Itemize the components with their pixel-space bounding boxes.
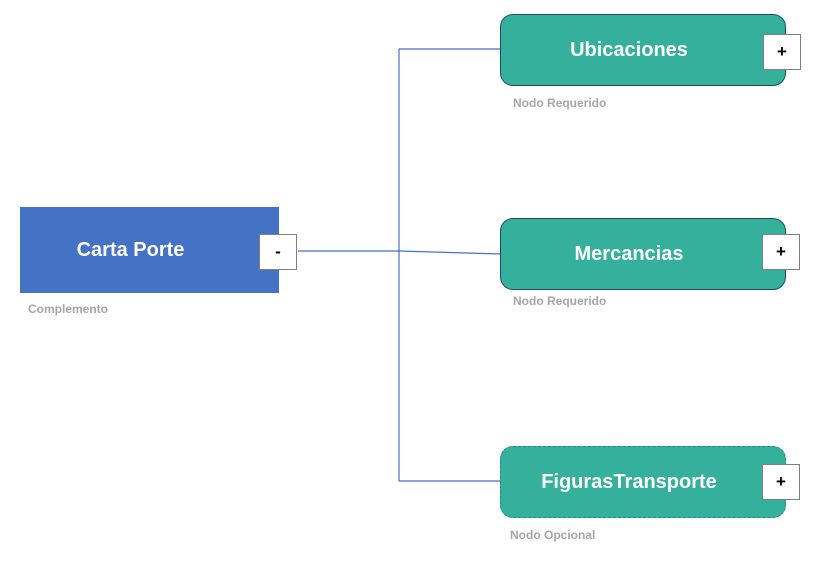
- node-carta-porte-label: Carta Porte: [76, 238, 185, 261]
- expand-button-figuras-transporte[interactable]: +: [762, 464, 800, 500]
- caption-ubicaciones: Nodo Requerido: [513, 96, 607, 110]
- node-figuras-transporte-label: FigurasTransporte: [541, 470, 717, 493]
- expand-button-ubicaciones[interactable]: +: [763, 34, 801, 70]
- node-carta-porte[interactable]: Carta Porte: [20, 207, 279, 293]
- node-ubicaciones[interactable]: Ubicaciones: [500, 14, 786, 86]
- node-figuras-transporte[interactable]: FigurasTransporte: [500, 446, 786, 518]
- caption-complemento: Complemento: [28, 302, 109, 316]
- node-mercancias[interactable]: Mercancias: [500, 218, 786, 290]
- expand-button-mercancias[interactable]: +: [762, 234, 800, 270]
- collapse-button-carta-porte[interactable]: -: [259, 234, 297, 270]
- node-mercancias-label: Mercancias: [574, 242, 684, 265]
- node-ubicaciones-label: Ubicaciones: [570, 38, 688, 61]
- connector-mercancias: [398, 250, 501, 255]
- caption-figuras-transporte: Nodo Opcional: [510, 528, 596, 542]
- caption-mercancias: Nodo Requerido: [513, 294, 607, 308]
